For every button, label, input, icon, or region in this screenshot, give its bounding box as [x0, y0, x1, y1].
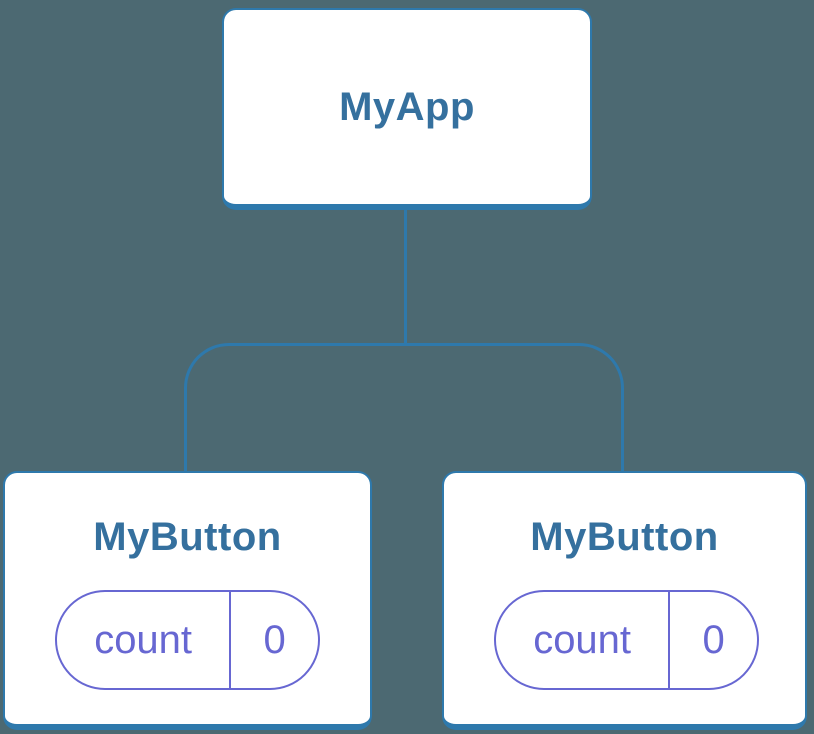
component-node-mybutton-1: MyButton count 0 [3, 471, 372, 730]
state-name: count [57, 592, 232, 688]
component-title: MyApp [339, 84, 475, 129]
state-pill: count 0 [494, 590, 759, 690]
component-node-myapp: MyApp [222, 8, 592, 210]
tree-connector-bracket [184, 343, 624, 471]
state-name: count [496, 592, 671, 688]
tree-connector-stem [404, 208, 407, 346]
component-title: MyButton [530, 515, 719, 559]
state-value: 0 [702, 617, 725, 662]
component-node-mybutton-2: MyButton count 0 [442, 471, 807, 730]
state-pill: count 0 [55, 590, 320, 690]
component-title: MyButton [93, 515, 282, 559]
state-value: 0 [263, 617, 286, 662]
